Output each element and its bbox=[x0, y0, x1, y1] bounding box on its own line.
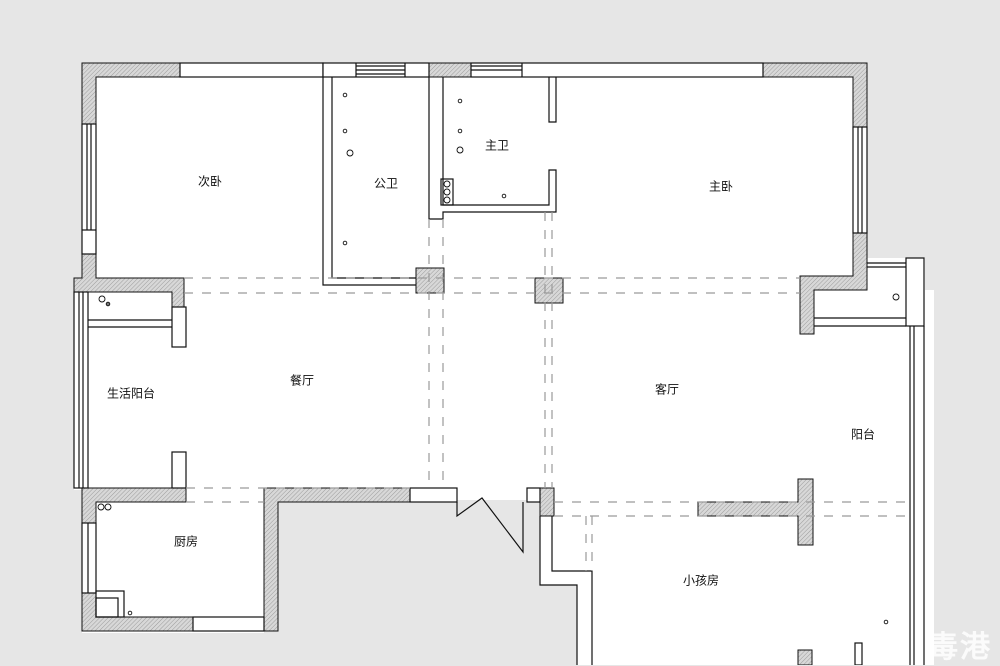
beam-lines bbox=[184, 212, 910, 571]
partition-walls bbox=[73, 62, 925, 665]
room-label-dining-room: 餐厅 bbox=[289, 373, 315, 388]
room-label-master-bedroom: 主卧 bbox=[708, 179, 734, 194]
room-label-kids-room: 小孩房 bbox=[682, 573, 720, 588]
exterior-void bbox=[264, 500, 577, 665]
room-label-public-bathroom: 公卫 bbox=[373, 176, 399, 191]
room-label-balcony: 阳台 bbox=[850, 427, 876, 442]
room-label-kitchen: 厨房 bbox=[173, 534, 199, 549]
room-label-master-bathroom: 主卫 bbox=[484, 138, 510, 153]
fixtures bbox=[97, 92, 900, 625]
room-label-utility-balcony: 生活阳台 bbox=[106, 386, 156, 401]
watermark: 毒港 bbox=[928, 630, 992, 665]
room-label-secondary-bedroom: 次卧 bbox=[197, 174, 223, 189]
room-label-living-room: 客厅 bbox=[654, 382, 680, 397]
